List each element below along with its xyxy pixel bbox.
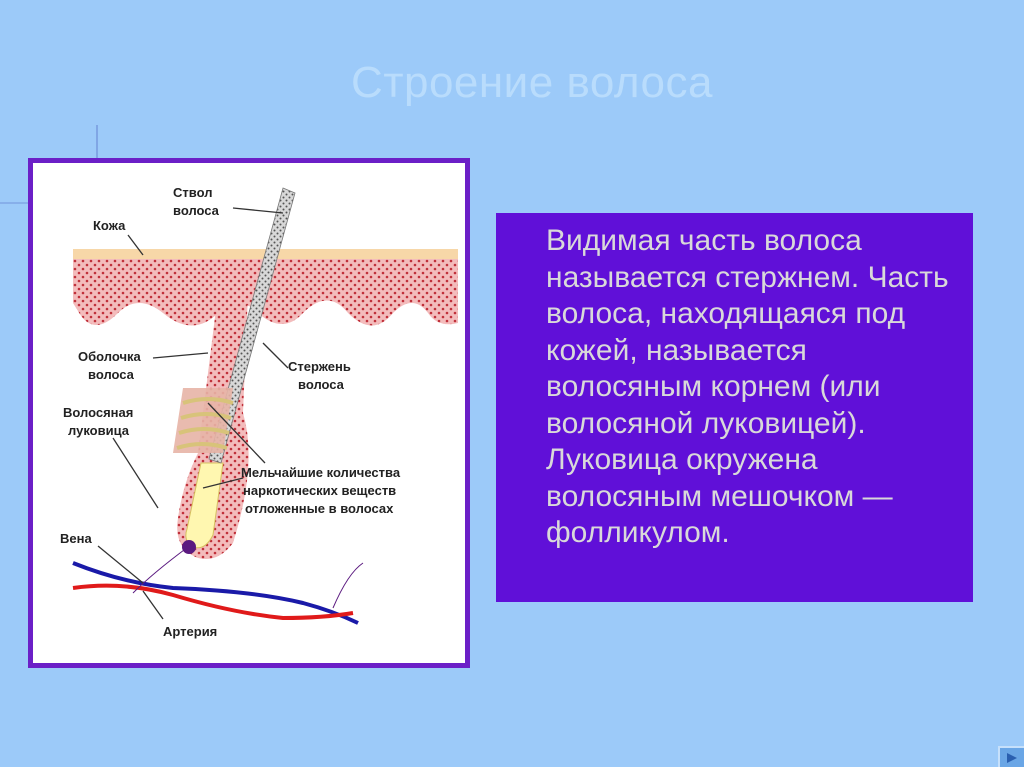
- label-sheath-1: Оболочка: [78, 349, 142, 364]
- label-shaft-2: волоса: [298, 377, 345, 392]
- description-panel: Видимая часть волоса называется стержнем…: [496, 213, 973, 602]
- vein-vessel: [72, 561, 359, 625]
- arrow-right-icon: [1007, 753, 1017, 763]
- label-bulb-1: Волосяная: [63, 405, 133, 420]
- next-slide-button[interactable]: [998, 746, 1024, 767]
- label-stem-2: волоса: [173, 203, 220, 218]
- label-sheath-2: волоса: [88, 367, 135, 382]
- label-skin: Кожа: [93, 218, 126, 233]
- label-vein: Вена: [60, 531, 92, 546]
- label-traces-1: Мельчайшие количества: [241, 465, 401, 480]
- hair-structure-diagram: Ствол волоса Кожа Оболочка волоса Стерже…: [28, 158, 470, 668]
- label-bulb-2: луковица: [68, 423, 130, 438]
- label-artery: Артерия: [163, 624, 217, 639]
- label-traces-3: отложенные в волосах: [245, 501, 394, 516]
- description-text: Видимая часть волоса называется стержнем…: [546, 224, 949, 549]
- label-traces-2: наркотических веществ: [243, 483, 396, 498]
- hair-sheath: [173, 388, 234, 453]
- papilla: [182, 540, 196, 554]
- label-shaft-1: Стержень: [288, 359, 351, 374]
- artery-vessel: [72, 583, 354, 621]
- slide-title: Строение волоса: [351, 58, 713, 107]
- label-stem-1: Ствол: [173, 185, 212, 200]
